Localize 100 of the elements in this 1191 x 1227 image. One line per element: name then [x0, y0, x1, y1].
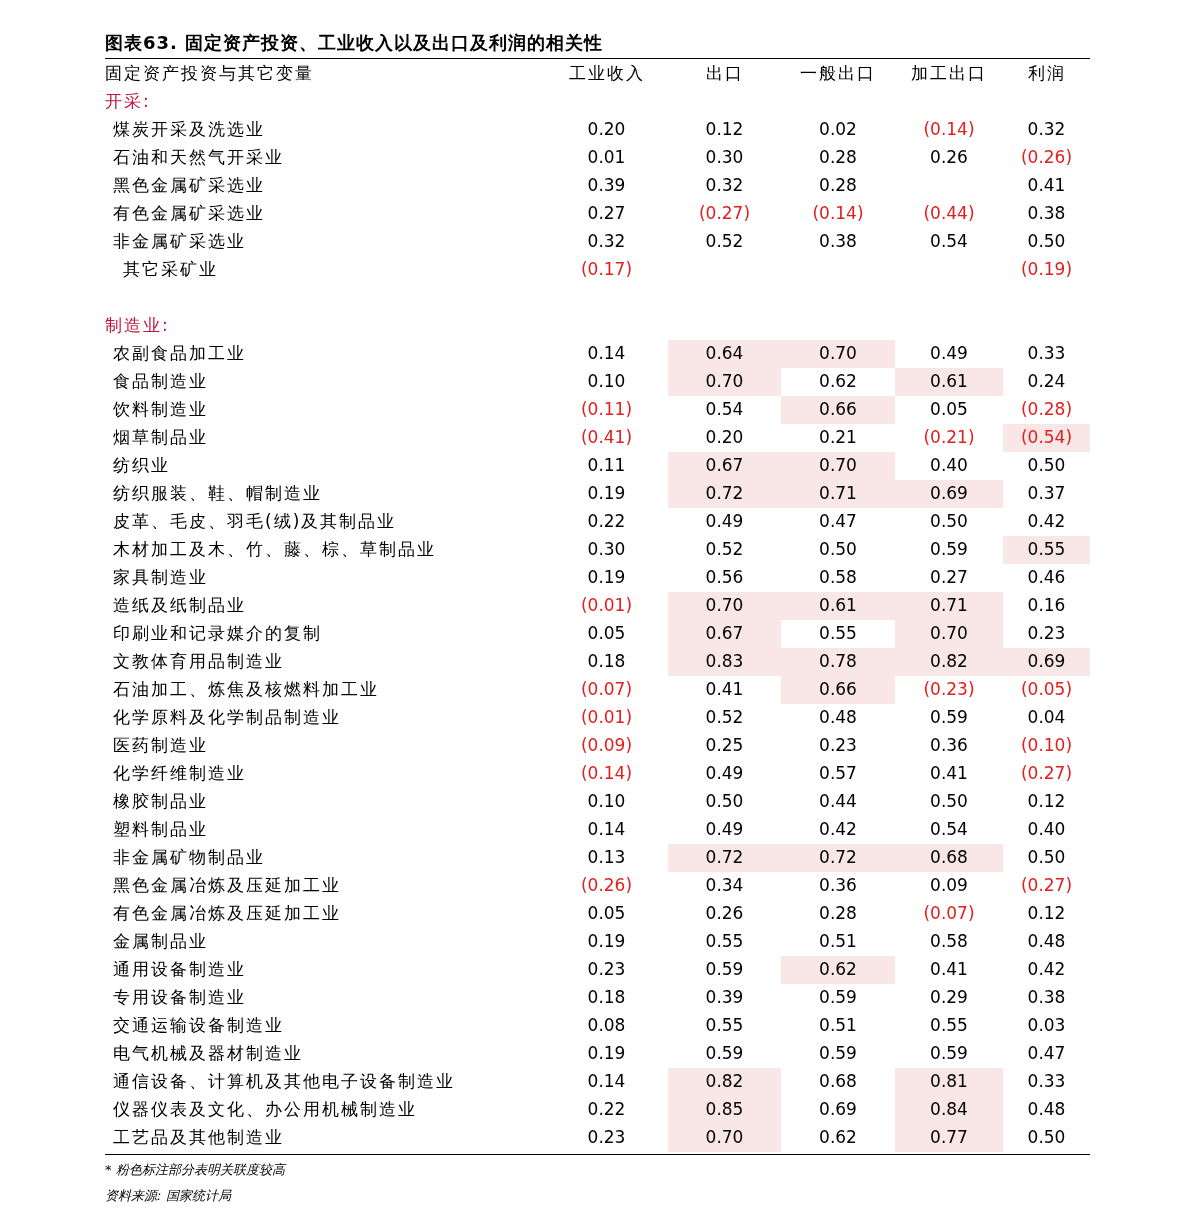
table-cell-text: 0.36 [819, 874, 857, 898]
table-cell-text: (0.09) [580, 734, 633, 758]
table-cell-text: 0.32 [1027, 118, 1066, 142]
row-header: 通信设备、计算机及其他电子设备制造业 [113, 1070, 455, 1094]
table-cell-text: (0.28) [1020, 398, 1073, 422]
table-cell-text: 0.32 [587, 230, 626, 254]
table-cell-text: 0.55 [705, 1014, 744, 1038]
table-cell-text: 0.49 [705, 510, 744, 534]
table-cell-text: 0.59 [705, 958, 744, 982]
column-header: 加工出口 [911, 61, 987, 85]
table-cell-text: 0.48 [1027, 1098, 1066, 1122]
table-cell-text: 0.11 [587, 454, 626, 478]
table-cell-text: 0.41 [930, 958, 968, 982]
row-header: 化学纤维制造业 [113, 762, 246, 786]
table-cell-text: (0.17) [580, 258, 633, 282]
row-header: 文教体育用品制造业 [113, 650, 284, 674]
table-cell-text: 0.33 [1027, 342, 1066, 366]
table-cell-text: 0.50 [1027, 846, 1066, 870]
table-cell-text: 0.68 [819, 1070, 857, 1094]
table-cell-text: 0.05 [930, 398, 968, 422]
table-cell-text: 0.50 [705, 790, 744, 814]
row-header: 印刷业和记录媒介的复制 [113, 622, 322, 646]
table-cell-text: 0.30 [587, 538, 626, 562]
table-cell-text: 0.59 [705, 1042, 744, 1066]
table-cell-text: 0.59 [819, 1042, 857, 1066]
row-header: 有色金属矿采选业 [113, 202, 265, 226]
column-header: 一般出口 [800, 61, 876, 85]
highlighted-cell: 0.81 [895, 1068, 1003, 1096]
table-cell-text: (0.21) [923, 426, 975, 450]
table-cell-text: 0.50 [930, 510, 968, 534]
table-cell-text: 0.42 [819, 818, 857, 842]
table-cell-text: 0.26 [705, 902, 744, 926]
row-header: 橡胶制品业 [113, 790, 208, 814]
table-cell-text: 0.58 [819, 566, 857, 590]
table-cell-text: 0.14 [587, 342, 626, 366]
table-cell-text: 0.34 [705, 874, 744, 898]
table-cell-text: 0.46 [1027, 566, 1066, 590]
table-cell-text: 0.12 [705, 118, 744, 142]
column-header: 出口 [705, 61, 744, 85]
table-cell-text: 0.55 [930, 1014, 968, 1038]
table-cell-text: 0.40 [1027, 818, 1066, 842]
highlighted-cell: 0.70 [781, 340, 895, 368]
highlighted-cell: 0.70 [895, 620, 1003, 648]
highlighted-cell: 0.70 [781, 452, 895, 480]
highlighted-cell: 0.78 [781, 648, 895, 676]
row-header: 化学原料及化学制品制造业 [113, 706, 341, 730]
table-cell-text: 0.69 [819, 1098, 857, 1122]
highlighted-cell: 0.69 [895, 480, 1003, 508]
highlighted-cell: 0.67 [668, 620, 781, 648]
table-cell-text: 0.41 [1027, 174, 1066, 198]
highlighted-cell: 0.82 [895, 648, 1003, 676]
table-cell-text: 0.05 [587, 622, 626, 646]
table-cell-text: (0.01) [580, 706, 633, 730]
table-cell-text: (0.26) [1020, 146, 1073, 170]
table-cell-text: (0.23) [923, 678, 975, 702]
row-header: 金属制品业 [113, 930, 208, 954]
row-header: 黑色金属矿采选业 [113, 174, 265, 198]
table-cell-text: (0.07) [923, 902, 975, 926]
table-cell-text: 0.08 [587, 1014, 626, 1038]
table-cell-text: (0.44) [923, 202, 975, 226]
highlighted-cell: 0.84 [895, 1096, 1003, 1124]
row-header: 造纸及纸制品业 [113, 594, 246, 618]
highlighted-cell: 0.85 [668, 1096, 781, 1124]
table-cell-text: 0.21 [819, 426, 857, 450]
table-cell-text: 0.62 [819, 370, 857, 394]
table-cell-text: 0.50 [930, 790, 968, 814]
row-header: 有色金属冶炼及压延加工业 [113, 902, 341, 926]
table-cell-text: 0.38 [819, 230, 857, 254]
table-cell-text: 0.62 [819, 1126, 857, 1150]
table-cell-text: 0.49 [930, 342, 968, 366]
table-cell-text: (0.11) [580, 398, 633, 422]
table-cell-text: (0.26) [580, 874, 633, 898]
table-cell-text: 0.41 [930, 762, 968, 786]
table-cell-text: 0.29 [930, 986, 968, 1010]
table-cell-text: 0.32 [705, 174, 744, 198]
highlighted-cell: 0.66 [781, 396, 895, 424]
row-header: 专用设备制造业 [113, 986, 246, 1010]
row-header: 食品制造业 [113, 370, 208, 394]
row-header: 皮革、毛皮、羽毛(绒)及其制品业 [113, 510, 397, 534]
table-cell-text: 0.02 [819, 118, 857, 142]
table-cell-text: 0.40 [930, 454, 968, 478]
table-cell-text: 0.27 [587, 202, 626, 226]
table-cell-text: 0.50 [819, 538, 857, 562]
table-cell-text: 0.50 [1027, 454, 1066, 478]
table-cell-text: 0.27 [930, 566, 968, 590]
table-cell-text: 0.55 [819, 622, 857, 646]
table-cell-text: (0.01) [580, 594, 633, 618]
table-cell-text: 0.55 [705, 930, 744, 954]
table-cell-text: 0.51 [819, 1014, 857, 1038]
table-cell-text: 0.23 [587, 1126, 626, 1150]
table-cell-text: 0.26 [930, 146, 968, 170]
table-cell-text: 0.22 [587, 510, 626, 534]
table-cell-text: 0.54 [705, 398, 744, 422]
table-cell-text: 0.52 [705, 230, 744, 254]
table-cell-text: 0.28 [819, 174, 857, 198]
highlighted-cell: (0.54) [1003, 424, 1090, 452]
table-cell-text: 0.23 [587, 958, 626, 982]
highlighted-cell: 0.71 [895, 592, 1003, 620]
table-cell-text: 0.09 [930, 874, 968, 898]
table-cell-text: 0.37 [1027, 482, 1066, 506]
